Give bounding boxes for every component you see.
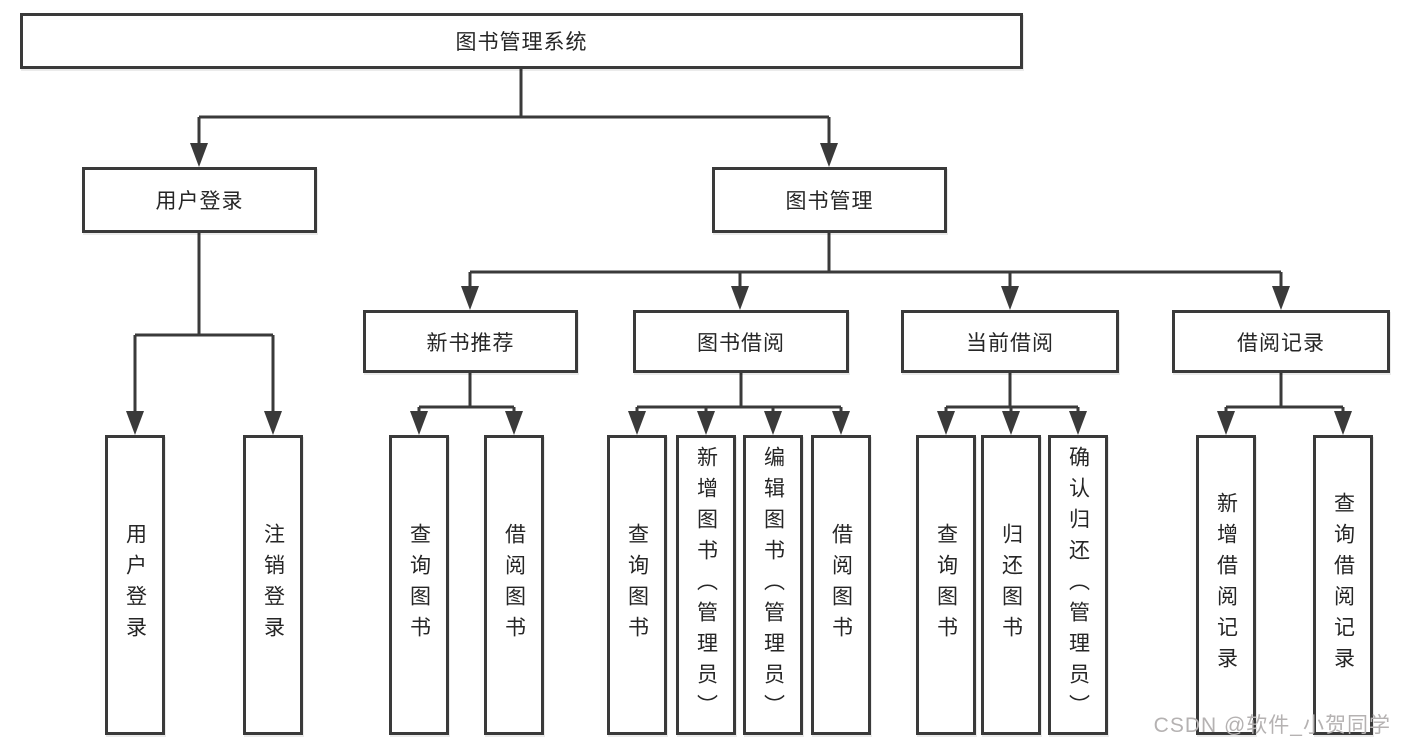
node-label: 查询图书 <box>407 523 431 647</box>
leaf-query-borrow-record: 查询借阅记录 <box>1313 435 1373 735</box>
node-label: 查询图书 <box>934 523 958 647</box>
node-label: 用户登录 <box>123 523 147 647</box>
leaf-user-login: 用户登录 <box>105 435 165 735</box>
leaf-edit-book-admin: 编辑图书（管理员） <box>743 435 803 735</box>
leaf-query-books-borrowing: 查询图书 <box>607 435 667 735</box>
watermark: CSDN @软件_小贺同学 <box>1153 714 1391 737</box>
leaf-query-books-recommend: 查询图书 <box>389 435 449 735</box>
node-label: 编辑图书（管理员） <box>761 445 785 725</box>
node-label: 图书管理 <box>785 190 874 213</box>
node-label: 新增借阅记录 <box>1214 492 1238 678</box>
leaf-add-book-admin: 新增图书（管理员） <box>676 435 736 735</box>
connector-book-mgmt-to-level3 <box>461 233 1290 310</box>
node-label: 确认归还（管理员） <box>1066 445 1090 725</box>
node-label: 用户登录 <box>155 190 244 213</box>
node-label: 新书推荐 <box>426 331 515 355</box>
node-label: 图书管理系统 <box>455 31 588 54</box>
leaf-confirm-return-admin: 确认归还（管理员） <box>1048 435 1108 735</box>
node-library-management-system: 图书管理系统 <box>20 13 1023 69</box>
connector-new-books-to-leaves <box>410 373 523 435</box>
node-label: 查询借阅记录 <box>1331 492 1355 678</box>
node-book-borrowing: 图书借阅 <box>633 310 849 373</box>
node-current-borrowing: 当前借阅 <box>901 310 1119 373</box>
node-user-login: 用户登录 <box>82 167 317 233</box>
node-label: 注销登录 <box>261 523 285 647</box>
node-label: 借阅图书 <box>829 523 853 647</box>
leaf-logout: 注销登录 <box>243 435 303 735</box>
node-label: 图书借阅 <box>697 331 785 355</box>
connector-user-login-to-leaves <box>126 233 282 435</box>
leaf-add-borrow-record: 新增借阅记录 <box>1196 435 1256 735</box>
connector-book-borrow-to-leaves <box>628 373 850 435</box>
node-label: 当前借阅 <box>966 331 1054 355</box>
leaf-borrow-books-borrowing: 借阅图书 <box>811 435 871 735</box>
node-book-management: 图书管理 <box>712 167 947 233</box>
connector-borrow-records-to-leaves <box>1217 373 1352 435</box>
leaf-borrow-books-recommend: 借阅图书 <box>484 435 544 735</box>
node-label: 新增图书（管理员） <box>694 445 718 725</box>
node-label: 归还图书 <box>999 523 1023 647</box>
connector-root-to-level2 <box>190 69 838 167</box>
leaf-return-books: 归还图书 <box>981 435 1041 735</box>
node-borrowing-records: 借阅记录 <box>1172 310 1390 373</box>
leaf-query-books-current: 查询图书 <box>916 435 976 735</box>
node-label: 查询图书 <box>625 523 649 647</box>
node-label: 借阅记录 <box>1237 331 1325 355</box>
node-label: 借阅图书 <box>502 523 526 647</box>
node-new-book-recommendation: 新书推荐 <box>363 310 578 373</box>
connector-current-borrow-to-leaves <box>937 373 1087 435</box>
